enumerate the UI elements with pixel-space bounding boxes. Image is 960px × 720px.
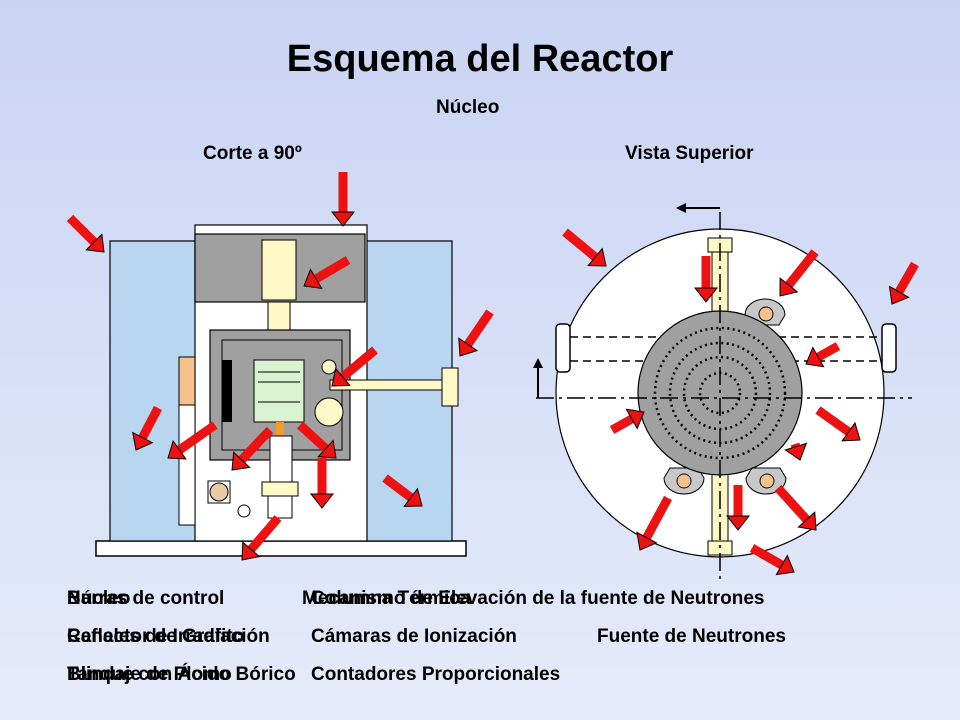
- pointer-arrow-head-23: [775, 554, 795, 576]
- pointer-arrow-head-3: [331, 367, 351, 387]
- legend-camaras-ionizacion: Cámaras de Ionización: [311, 626, 517, 647]
- top-view: [533, 203, 912, 580]
- pointer-arrow-head-13: [693, 287, 719, 303]
- pointer-arrow-shaft-18: [609, 414, 635, 434]
- pointer-arrow-head-8: [317, 439, 337, 459]
- pointer-arrow-shaft-14: [785, 249, 819, 288]
- pointer-arrow-shaft-8: [296, 421, 329, 452]
- legend-tanque-acido-borico: Tanque con Ácido Bórico: [67, 664, 296, 685]
- proportional-counter: [209, 482, 229, 502]
- legend-blindaje-plomo: Blindaje de Plomo: [67, 664, 232, 685]
- counter-top: [744, 298, 786, 326]
- pointer-arrow-head-14: [779, 277, 799, 297]
- pointer-arrow-shaft-10: [382, 474, 414, 502]
- label-corte: Corte a 90º: [203, 143, 302, 164]
- pointer-arrow-shaft-4: [464, 309, 494, 347]
- pointer-arrow-head-10: [403, 487, 423, 507]
- pointer-arrow-shaft-16: [815, 342, 841, 362]
- diagram-title: Esquema del Reactor: [286, 38, 674, 80]
- pointer-arrow-head-9: [309, 493, 335, 509]
- pointer-arrow-shaft-2: [313, 256, 351, 283]
- pointer-arrow-head-21: [725, 515, 751, 531]
- pointer-arrow-head-5: [132, 431, 154, 451]
- pointer-arrow-shaft-11: [247, 515, 282, 553]
- lift-mechanism: [261, 481, 299, 497]
- legend-mecanismo-elevacion: Mecanismo de Elevación de la fuente de N…: [302, 588, 765, 609]
- ionization-chamber-small: [321, 359, 337, 375]
- legend-nucleo: Núcleo: [67, 588, 131, 609]
- pointer-arrow-head-7: [231, 451, 251, 471]
- legend-contadores-proporcionales: Contadores Proporcionales: [311, 664, 561, 685]
- pointer-arrow-shaft-3: [339, 346, 378, 381]
- pointer-arrow-head-12: [587, 247, 607, 267]
- pointer-arrow-head-18: [625, 408, 645, 430]
- pointer-arrow-head-11: [241, 541, 261, 561]
- pointer-arrow-head-22: [797, 511, 817, 531]
- pointer-arrow-head-19: [784, 442, 808, 461]
- pointer-arrow-shaft-15: [895, 261, 919, 295]
- pointer-arrow-shaft-22: [774, 484, 810, 523]
- pointer-arrow-head-20: [636, 531, 658, 551]
- pointer-arrow-head-16: [805, 346, 825, 368]
- pointer-arrows: [66, 172, 919, 576]
- pointer-arrow-head-17: [841, 421, 861, 442]
- pointer-arrow-shaft-0: [66, 214, 98, 246]
- counter-bottom-right: [745, 467, 787, 495]
- counter-bottom-left: [663, 467, 705, 495]
- control-rod: [222, 360, 232, 422]
- fuel-rod-top: [261, 239, 297, 301]
- pointer-arrow-head-1: [330, 211, 356, 227]
- label-vista-superior: Vista Superior: [625, 143, 754, 164]
- legend-reflector-grafito: Reflector de Grafito: [67, 626, 245, 647]
- pointer-arrow-shaft-17: [815, 406, 852, 436]
- pointer-arrow-shaft-5: [138, 405, 162, 440]
- ionization-chamber-large: [314, 397, 344, 427]
- pointer-arrow-head-15: [888, 285, 910, 305]
- pointer-arrow-head-6: [167, 439, 187, 460]
- pointer-arrow-shaft-23: [749, 544, 785, 569]
- neutron-source-marker: [276, 422, 284, 436]
- legend-fuente-neutrones: Fuente de Neutrones: [597, 626, 786, 647]
- pointer-arrow-head-2: [303, 268, 323, 289]
- port-left: [555, 323, 571, 373]
- thermal-column: [178, 356, 196, 406]
- pointer-arrow-shaft-6: [176, 421, 218, 454]
- legend-barras-de-control: Barras de control: [67, 588, 225, 609]
- fuel-element: [253, 359, 305, 423]
- pointer-arrow-shaft-7: [238, 426, 274, 463]
- label-nucleo: Núcleo: [436, 97, 500, 118]
- pointer-arrow-head-4: [458, 337, 479, 357]
- pointer-arrow-head-0: [85, 233, 105, 253]
- legend-canales-irradiacion: Canales de Irradiación: [67, 626, 270, 647]
- legend-columna-termica: Columna Térmica: [311, 588, 471, 609]
- pointer-arrow-shaft-12: [562, 228, 599, 261]
- base-plate: [95, 540, 467, 557]
- pointer-arrow-shaft-20: [642, 495, 672, 540]
- port-right: [881, 323, 897, 373]
